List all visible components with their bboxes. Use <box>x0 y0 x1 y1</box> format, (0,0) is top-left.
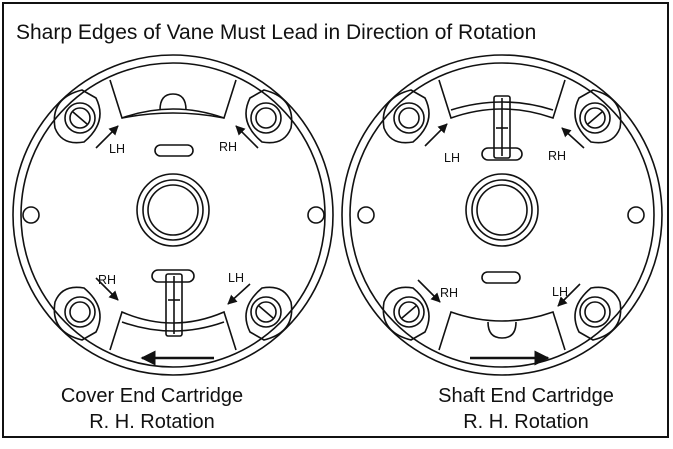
arrow-top-left <box>95 125 119 149</box>
arrow-top-right <box>561 127 585 149</box>
top-vane <box>493 95 511 159</box>
arrow-bottom-left <box>417 279 441 303</box>
cover-label-bottom-right: LH <box>228 271 244 285</box>
bottom-vane-recess <box>438 310 566 351</box>
bolt-boss-bottom-left <box>382 286 430 341</box>
cartridge-inner-ring <box>349 62 655 368</box>
cover-label-top-right: RH <box>219 140 237 154</box>
cover-caption-line1: Cover End Cartridge <box>61 385 243 407</box>
bolt-boss-bottom-left <box>53 286 101 341</box>
side-hole-right <box>307 206 325 224</box>
bolt-boss-bottom-right <box>574 286 622 341</box>
central-bore-inner <box>476 184 528 236</box>
cartridge-outer-ring <box>341 54 663 376</box>
bolt-boss-bottom-right <box>245 286 293 341</box>
shaft-caption-line1: Shaft End Cartridge <box>438 385 614 407</box>
cover-end-cartridge <box>12 54 334 376</box>
arrow-top-right <box>235 125 259 149</box>
central-bore-mid <box>142 179 204 241</box>
bolt-boss-top-left <box>53 89 101 144</box>
shaft-label-bottom-right: LH <box>552 285 568 299</box>
bolt-boss-top-left <box>382 89 430 144</box>
cartridge-outer-ring <box>12 54 334 376</box>
arrow-top-left <box>424 123 448 147</box>
side-hole-right <box>627 206 645 224</box>
side-hole-left <box>22 206 40 224</box>
bottom-vane-recess <box>109 310 237 351</box>
bottom-kidney-slot <box>481 271 521 284</box>
shaft-caption-line2: R. H. Rotation <box>463 411 589 433</box>
cartridge-inner-ring <box>20 62 326 368</box>
shaft-label-top-left: LH <box>444 151 460 165</box>
central-bore-outer <box>465 173 539 247</box>
shaft-end-cartridge <box>341 54 663 376</box>
top-kidney-slot <box>154 144 194 157</box>
outer-border <box>2 2 669 438</box>
shaft-label-bottom-left: RH <box>440 286 458 300</box>
arrow-bottom-right <box>227 283 251 305</box>
side-hole-left <box>357 206 375 224</box>
bolt-boss-top-right <box>574 89 622 144</box>
arrow-bottom-right <box>557 283 581 307</box>
bottom-kidney-slot <box>151 269 195 283</box>
top-vane-tab <box>159 93 187 111</box>
central-bore-mid <box>471 179 533 241</box>
bottom-vane <box>165 273 183 337</box>
cover-label-bottom-left: RH <box>98 273 116 287</box>
central-bore-inner <box>147 184 199 236</box>
bottom-vane-tab <box>487 321 517 339</box>
cover-caption-line2: R. H. Rotation <box>89 411 215 433</box>
diagram-title: Sharp Edges of Vane Must Lead in Directi… <box>16 21 536 44</box>
bolt-boss-top-right <box>245 89 293 144</box>
arrow-bottom-left <box>95 277 119 301</box>
shaft-label-top-right: RH <box>548 149 566 163</box>
cover-label-top-left: LH <box>109 142 125 156</box>
central-bore-outer <box>136 173 210 247</box>
